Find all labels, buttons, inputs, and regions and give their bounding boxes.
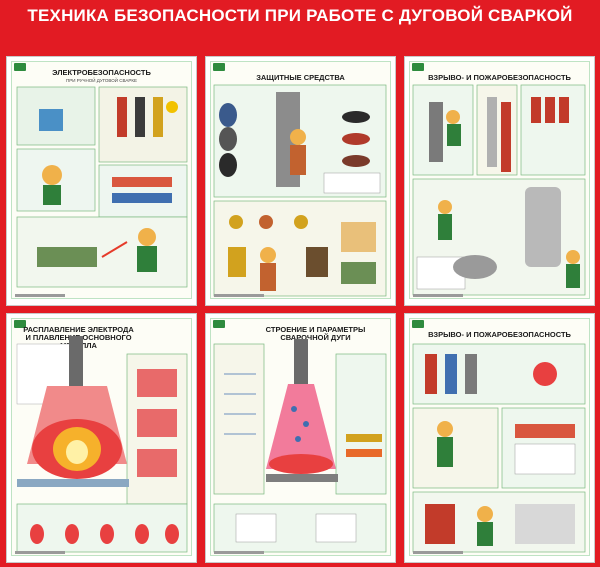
- electrode-flame-icon: [16, 336, 188, 553]
- poster-protective-equipment: ЗАЩИТНЫЕ СРЕДСТВА: [205, 56, 396, 306]
- poster-title: ЗАЩИТНЫЕ СРЕДСТВА: [256, 73, 345, 82]
- poster-fire-safety-2: ВЗРЫВО- И ПОЖАРОБЕЗОПАСНОСТЬ: [404, 313, 595, 563]
- poster-title: СТРОЕНИЕ И ПАРАМЕТРЫ СВАРОЧНОЙ ДУГИ: [265, 325, 366, 342]
- poster-title: ВЗРЫВО- И ПОЖАРОБЕЗОПАСНОСТЬ: [428, 73, 571, 82]
- poster-electrode-melting: РАСПЛАВЛЕНИЕ ЭЛЕКТРОДА И ПЛАВЛЕНИЕ ОСНОВ…: [6, 313, 197, 563]
- publisher-logo-icon: [14, 63, 26, 71]
- publisher-logo-icon: [14, 320, 26, 328]
- board-title: ТЕХНИКА БЕЗОПАСНОСТИ ПРИ РАБОТЕ С ДУГОВО…: [27, 6, 573, 25]
- welding-mask-icon: [213, 84, 387, 297]
- publisher-logo-icon: [412, 320, 424, 328]
- welder-illustration: [412, 343, 586, 553]
- poster-subtitle: ПРИ РУЧНОЙ ДУГОВОЙ СВАРКЕ: [66, 78, 137, 83]
- fire-extinguisher-icon: [412, 84, 586, 296]
- poster-electrical-safety: ЭЛЕКТРОБЕЗОПАСНОСТЬ ПРИ РУЧНОЙ ДУГОВОЙ С…: [6, 56, 197, 306]
- publisher-logo-icon: [213, 320, 225, 328]
- poster-arc-structure: СТРОЕНИЕ И ПАРАМЕТРЫ СВАРОЧНОЙ ДУГИ: [205, 313, 396, 563]
- arc-diagram-icon: [213, 339, 387, 553]
- welder-illustration: [16, 86, 188, 288]
- poster-title: ЭЛЕКТРОБЕЗОПАСНОСТЬ: [52, 68, 151, 77]
- poster-title: ВЗРЫВО- И ПОЖАРОБЕЗОПАСНОСТЬ: [428, 330, 571, 339]
- poster-fire-safety-1: ВЗРЫВО- И ПОЖАРОБЕЗОПАСНОСТЬ: [404, 56, 595, 306]
- publisher-logo-icon: [412, 63, 424, 71]
- publisher-logo-icon: [213, 63, 225, 71]
